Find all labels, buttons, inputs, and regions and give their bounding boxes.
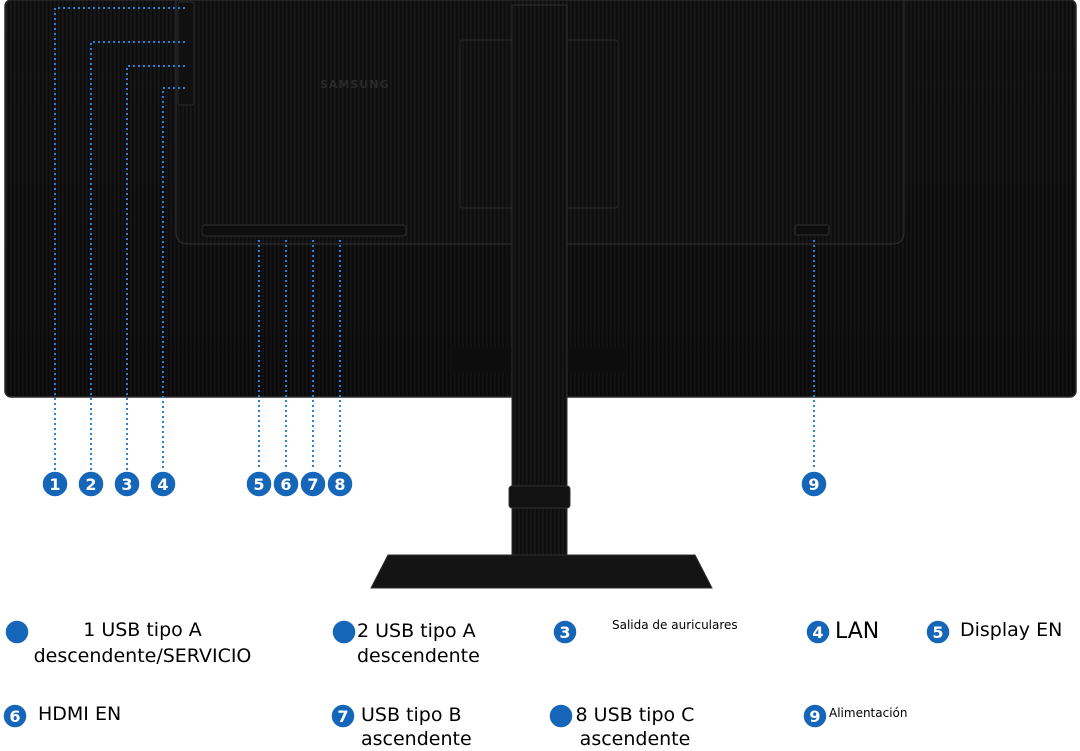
- legend-badge-3: 3: [552, 619, 578, 645]
- legend-label-5: Display EN: [960, 619, 1063, 641]
- legend-label-4: LAN: [835, 619, 880, 644]
- svg-text:5: 5: [932, 623, 943, 642]
- svg-text:7: 7: [307, 475, 318, 494]
- legend-label-7: USB tipo B ascendente: [361, 704, 472, 750]
- svg-text:9: 9: [809, 707, 820, 726]
- legend-badge-1: [4, 619, 30, 645]
- svg-text:3: 3: [559, 623, 570, 642]
- legend-label-9: Alimentación: [829, 706, 908, 720]
- svg-text:6: 6: [9, 707, 20, 726]
- legend-label-8: 8 USB tipo C ascendente: [575, 704, 695, 750]
- callout-badge-7: 7: [299, 470, 327, 498]
- callout-lines: [54, 7, 815, 470]
- callout-badge-4: 4: [149, 470, 177, 498]
- legend-badges: 3 4 5 6 7 9: [2, 619, 951, 729]
- callout-badge-5: 5: [245, 470, 273, 498]
- svg-text:4: 4: [812, 623, 823, 642]
- legend-badge-6: 6: [2, 703, 28, 729]
- callout-badge-9: 9: [800, 470, 828, 498]
- legend-label-2: 2 USB tipo A descendente: [357, 620, 480, 667]
- legend-label-6: HDMI EN: [38, 703, 122, 725]
- callout-badge-2: 2: [77, 470, 105, 498]
- svg-text:1: 1: [49, 475, 60, 494]
- legend-badge-9: 9: [802, 703, 828, 729]
- legend-label-1: 1 USB tipo A descendente/SERVICIO: [33, 619, 252, 667]
- svg-text:3: 3: [121, 475, 132, 494]
- svg-text:9: 9: [808, 475, 819, 494]
- legend-badge-4: 4: [805, 619, 831, 645]
- callout-badge-1: 1: [41, 470, 69, 498]
- svg-text:5: 5: [253, 475, 264, 494]
- legend-badge-2: [331, 619, 357, 645]
- legend-badge-7: 7: [330, 703, 356, 729]
- svg-text:2: 2: [85, 475, 96, 494]
- callout-badge-3: 3: [113, 470, 141, 498]
- svg-text:6: 6: [280, 475, 291, 494]
- callout-badge-6: 6: [272, 470, 300, 498]
- power-port: [794, 224, 830, 236]
- svg-text:7: 7: [337, 707, 348, 726]
- legend-badge-8: [548, 703, 574, 729]
- callout-badge-8: 8: [326, 470, 354, 498]
- svg-text:8: 8: [334, 475, 345, 494]
- svg-text:4: 4: [157, 475, 168, 494]
- samsung-logo: SAMSUNG: [320, 78, 389, 91]
- monitor-stand: [370, 4, 713, 589]
- legend-label-3: Salida de auriculares: [612, 618, 738, 632]
- legend-badge-5: 5: [925, 619, 951, 645]
- bottom-port-strip: [201, 224, 407, 237]
- side-port-column: [177, 1, 195, 106]
